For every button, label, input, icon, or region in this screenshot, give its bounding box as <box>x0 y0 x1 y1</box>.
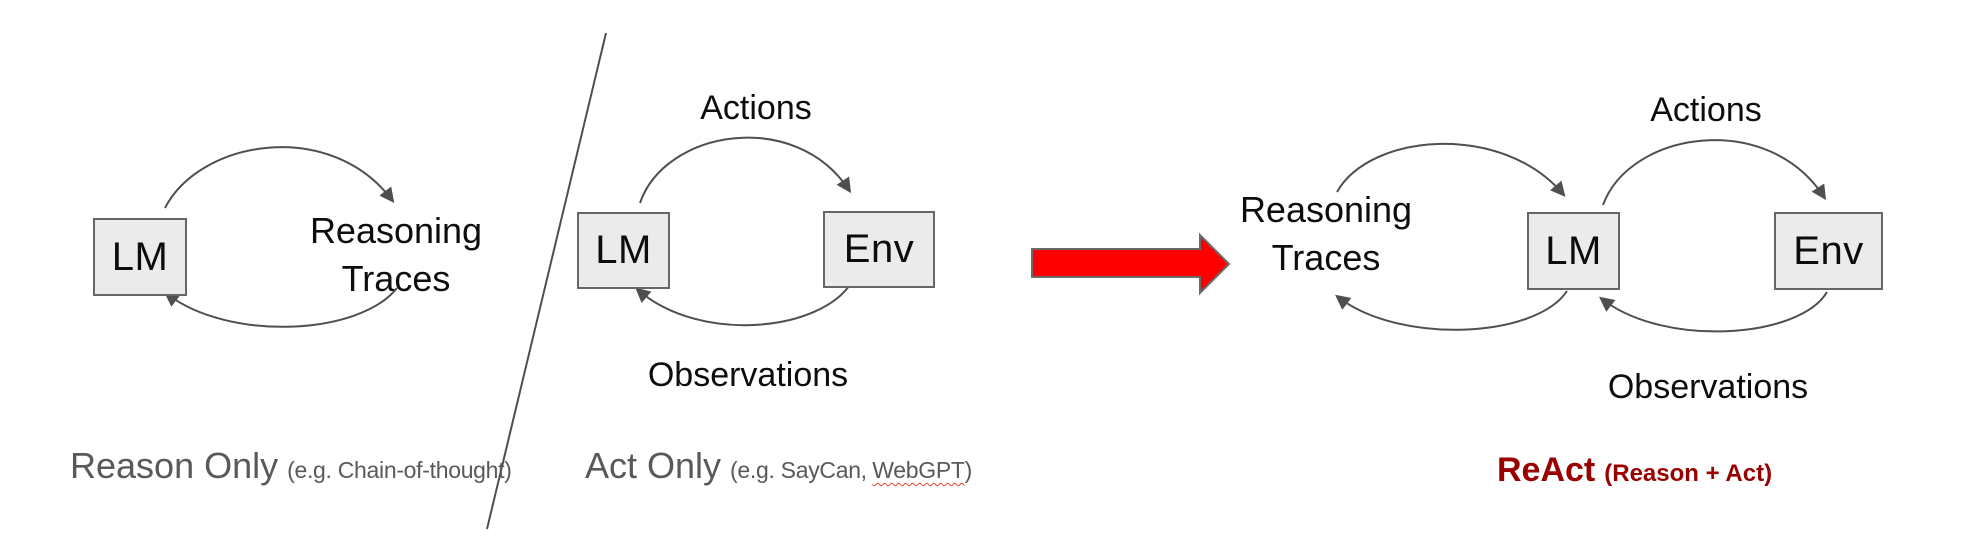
react-observations-label: Observations <box>1607 368 1809 406</box>
reasoning-traces-label-line2: Traces <box>341 258 451 299</box>
reason-only-caption-sub: (e.g. Chain-of-thought) <box>287 457 512 483</box>
act-only-caption: Act Only (e.g. SayCan,WebGPT) <box>585 446 972 486</box>
react-reasoning-traces-label-line1: Reasoning <box>1239 189 1413 230</box>
react-reasoning-traces-label-line2: Traces <box>1271 237 1381 278</box>
act-only-caption-main: Act Only <box>585 445 722 486</box>
react-reason-loop-bottom-arc-arrow <box>1335 290 1568 331</box>
observations-label: Observations <box>647 356 849 394</box>
act-only-env-node: Env <box>823 211 935 288</box>
actions-arc-arrow <box>639 136 852 204</box>
react-reasoning-traces-label: Reasoning Traces <box>1240 186 1412 282</box>
actions-label: Actions <box>700 89 812 127</box>
act-only-caption-sub-prefix: (e.g. SayCan, <box>730 457 867 483</box>
reasoning-traces-label: Reasoning Traces <box>310 207 482 303</box>
react-caption-sub: (Reason + Act) <box>1604 460 1773 487</box>
observations-arc-arrow <box>635 282 852 327</box>
react-actions-label: Actions <box>1650 91 1762 129</box>
act-only-lm-node: LM <box>577 212 670 289</box>
reasoning-traces-label-line1: Reasoning <box>309 210 483 251</box>
react-caption: ReAct (Reason + Act) <box>1497 450 1772 490</box>
reason-loop-bottom-arc-arrow <box>164 287 398 328</box>
reason-only-caption: Reason Only (e.g. Chain-of-thought) <box>70 446 512 486</box>
panel-divider-line <box>486 32 607 530</box>
react-reason-loop-top-arc-arrow <box>1336 142 1566 197</box>
act-only-caption-sub-suffix: ) <box>964 457 973 483</box>
react-lm-node: LM <box>1527 212 1620 290</box>
act-only-caption-sub: (e.g. SayCan,WebGPT) <box>730 457 972 484</box>
reason-loop-top-arc-arrow <box>164 146 395 209</box>
transform-arrow <box>1031 232 1231 296</box>
reason-only-lm-node: LM <box>93 218 187 296</box>
act-only-caption-webgpt: WebGPT <box>872 457 965 483</box>
react-caption-main: ReAct <box>1497 451 1596 489</box>
reason-only-caption-main: Reason Only <box>70 445 279 486</box>
react-observations-arc-arrow <box>1599 291 1828 333</box>
react-actions-arc-arrow <box>1602 139 1827 206</box>
react-env-node: Env <box>1774 212 1883 290</box>
